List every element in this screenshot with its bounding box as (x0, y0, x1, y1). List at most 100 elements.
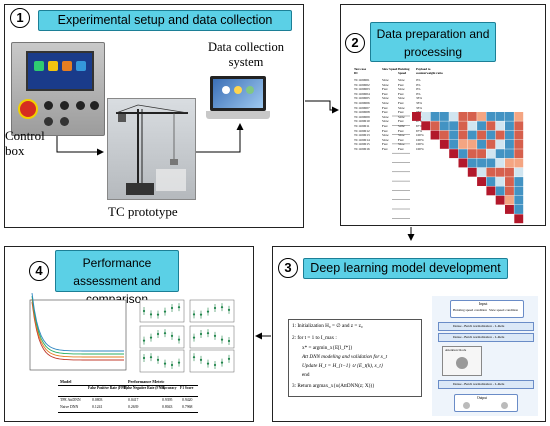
panel-4-title: Performance assessment and comparison (55, 250, 179, 306)
test-table-cell: TC1100009 (354, 114, 370, 119)
error-point (192, 356, 196, 359)
algo-line-5: Update H_t = H_{t−1} ∪ {E_t(k), x_t} (302, 363, 383, 369)
test-table-cell: Fast (382, 91, 388, 96)
test-table-cell: 67% (416, 119, 423, 124)
error-point (206, 362, 210, 365)
heatmap-cell (495, 112, 505, 121)
heatmap-cell (449, 112, 459, 121)
test-table-cell: 100% (416, 147, 424, 151)
heatmap-cell (514, 139, 524, 149)
test-table-header: Slew Speed (382, 67, 398, 71)
small-multiple-frame (189, 349, 235, 373)
error-point (170, 306, 174, 310)
heatmap-cell (430, 130, 440, 140)
test-table-cell: Slow (398, 124, 405, 128)
algo-line-3: x* = argmin_x{E[l_f*]} (302, 345, 353, 351)
test-table-cell: Fast (398, 110, 404, 115)
small-multiple-frame (189, 325, 235, 349)
error-point (156, 332, 160, 336)
heatmap-cell (486, 149, 496, 159)
test-table-cell: TC1100007 (354, 105, 370, 110)
small-multiple-frame (139, 349, 185, 373)
test-table-cell: TC1100008 (354, 110, 370, 115)
control-box-label: Control box (5, 128, 45, 158)
heatmap-cell (477, 158, 486, 168)
performance-cell: 0.2639 (128, 405, 139, 409)
heatmap-cell (458, 158, 468, 168)
heatmap-cell (514, 214, 524, 224)
test-table-cell: Slow (398, 114, 405, 119)
test-table-cell: Slow (382, 82, 389, 87)
output-box: Output (454, 394, 518, 412)
error-point (149, 313, 153, 316)
control-screen (26, 51, 94, 91)
heatmap-cell (505, 130, 514, 140)
algo-line-6: end (302, 372, 310, 378)
test-table-cell: 100% (416, 142, 424, 147)
error-point (206, 310, 210, 313)
heatmap-cell (505, 149, 514, 159)
error-point (227, 357, 231, 360)
heatmap-cell (505, 112, 514, 121)
test-table-cell: Fast (382, 105, 388, 110)
heatmap-cell (477, 121, 486, 131)
test-table-cell: 100% (416, 137, 424, 142)
heatmap-cell (467, 112, 477, 121)
input-box: Input Hoisting speed condition Slew spee… (450, 300, 524, 318)
performance-cell: 0.0417 (128, 398, 139, 402)
error-point (177, 306, 181, 309)
error-point (220, 338, 224, 341)
heatmap-cell (505, 195, 514, 205)
heatmap-cell (486, 121, 496, 131)
test-table-cell: TC1100011 (354, 124, 370, 128)
error-point (163, 310, 167, 313)
error-point (156, 313, 160, 316)
test-table-cell: 0% (416, 87, 421, 92)
heatmap-cell (458, 121, 468, 131)
loss-series-line (31, 295, 124, 355)
heatmap-cell (505, 167, 514, 177)
test-table-cell: Slow (382, 101, 389, 105)
heatmap-cell (477, 139, 486, 149)
heatmap-cell (486, 139, 496, 149)
heatmap-cell (467, 130, 477, 140)
small-multiple-frame (189, 299, 235, 323)
heatmap-cell (458, 139, 468, 149)
heatmap-cell (495, 195, 505, 205)
heatmap-cell (495, 177, 505, 186)
panel-2-title: Data preparation and processing (370, 22, 496, 62)
error-point (213, 363, 217, 367)
panel-3-title: Deep learning model development (303, 258, 508, 279)
loss-series-line (31, 298, 124, 358)
performance-table: Model Performance Metric False Positive … (58, 379, 198, 413)
test-table-cell: TC1100012 (354, 128, 370, 133)
heatmap-cell (477, 112, 486, 121)
arrow-1-to-2 (305, 100, 339, 114)
test-table-cell: Fast (398, 82, 404, 87)
heatmap-cell (495, 186, 505, 196)
heatmap-cell (421, 112, 431, 121)
test-table-cell: TC1100014 (354, 137, 370, 142)
heatmap-cell (467, 158, 477, 168)
test-table-cell: Slow (382, 133, 389, 138)
test-table-cell: Slow (398, 133, 405, 138)
heatmap-cell (486, 186, 496, 196)
network-diagram: Input Hoisting speed condition Slew spee… (432, 296, 538, 416)
heatmap-cell (467, 167, 477, 177)
test-table-cell: Fast (398, 147, 404, 151)
test-table-cell: TC1100013 (354, 133, 370, 138)
heatmap-cell (449, 121, 459, 131)
algo-line-4: Att DNN modeling and validation for x_t (302, 354, 388, 360)
error-point (163, 332, 167, 335)
performance-cell: Naive DNN (60, 405, 79, 409)
heatmap-cell (458, 112, 468, 121)
heatmap-cell (421, 121, 431, 131)
heatmap-cell (505, 121, 514, 131)
error-point (227, 308, 231, 311)
heatmap-cell (458, 130, 468, 140)
dense-layer-2: Dense - Batch normalization - L-Relu (438, 333, 534, 342)
dense-layer-1: Dense - Batch normalization - L-Relu (438, 322, 534, 331)
test-table-cell: 33% (416, 96, 423, 101)
